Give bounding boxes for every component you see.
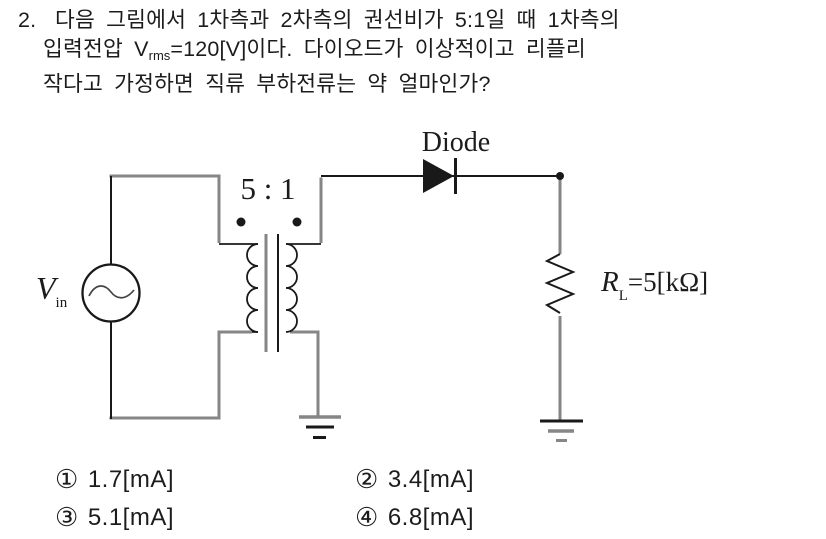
wire-bottom-return <box>109 330 252 420</box>
option-3-label: 5.1[mA] <box>87 503 175 531</box>
option-4: ④ 6.8[mA] <box>355 502 474 533</box>
ground-symbol-secondary <box>299 415 341 439</box>
question-line2-post: =120[V]이다. 다이오드가 이상적이고 리플리 <box>170 36 586 61</box>
option-2: ② 3.4[mA] <box>355 464 474 495</box>
question-line-2: 입력전압 Vrms=120[V]이다. 다이오드가 이상적이고 리플리 <box>18 35 813 71</box>
question-line2-pre: 입력전압 V <box>43 36 149 61</box>
question-block: 2. 다음 그림에서 1차측과 2차측의 권선비가 5:1일 때 1차측의 입력… <box>18 6 813 99</box>
sine-wave-icon <box>88 285 135 299</box>
load-label-symbol: R <box>600 266 619 298</box>
ground-symbol-load <box>540 419 583 442</box>
option-1-marker: ① <box>55 464 79 494</box>
secondary-winding <box>285 243 298 333</box>
load-label-subscript: L <box>619 288 628 304</box>
option-3-marker: ③ <box>55 502 79 532</box>
wire-secondary-to-ground <box>290 330 320 416</box>
wire-group-black <box>81 158 576 419</box>
option-4-label: 6.8[mA] <box>387 503 475 531</box>
question-number: 2. <box>18 8 37 32</box>
option-2-marker: ② <box>355 464 379 494</box>
load-label-value: =5[kΩ] <box>628 267 708 297</box>
polarity-dot-secondary <box>292 217 302 227</box>
polarity-dot-primary <box>236 217 246 227</box>
primary-winding <box>246 243 259 333</box>
option-1: ① 1.7[mA] <box>55 464 174 495</box>
question-line-1: 2. 다음 그림에서 1차측과 2차측의 권선비가 5:1일 때 1차측의 <box>18 6 813 35</box>
option-2-label: 3.4[mA] <box>387 465 475 493</box>
circuit-diagram: 5 : 1 Diode Vin RL=5[kΩ] <box>36 127 708 442</box>
option-4-marker: ④ <box>355 502 379 532</box>
diode-triangle-icon <box>423 159 454 193</box>
source-label-symbol: V <box>36 270 59 306</box>
source-label-subscript: in <box>56 295 68 311</box>
load-resistor-zigzag <box>544 253 576 314</box>
option-1-label: 1.7[mA] <box>87 465 175 493</box>
question-line-3: 작다고 가정하면 직류 부하전류는 약 얼마인가? <box>43 72 491 96</box>
wire-group-gray <box>109 174 562 420</box>
source-label: Vin <box>36 270 68 311</box>
vrms-subscript: rms <box>148 47 171 63</box>
wire-source-to-primary-top <box>109 174 221 243</box>
load-label: RL=5[kΩ] <box>600 266 708 304</box>
junction-dot <box>556 172 564 180</box>
diode-label: Diode <box>422 127 490 158</box>
filled-shapes <box>236 159 564 227</box>
transformer-ratio-label: 5 : 1 <box>240 171 295 206</box>
ac-source-circle <box>81 263 141 323</box>
option-3: ③ 5.1[mA] <box>55 502 174 533</box>
question-line1-text: 다음 그림에서 1차측과 2차측의 권선비가 5:1일 때 1차측의 <box>55 8 620 32</box>
